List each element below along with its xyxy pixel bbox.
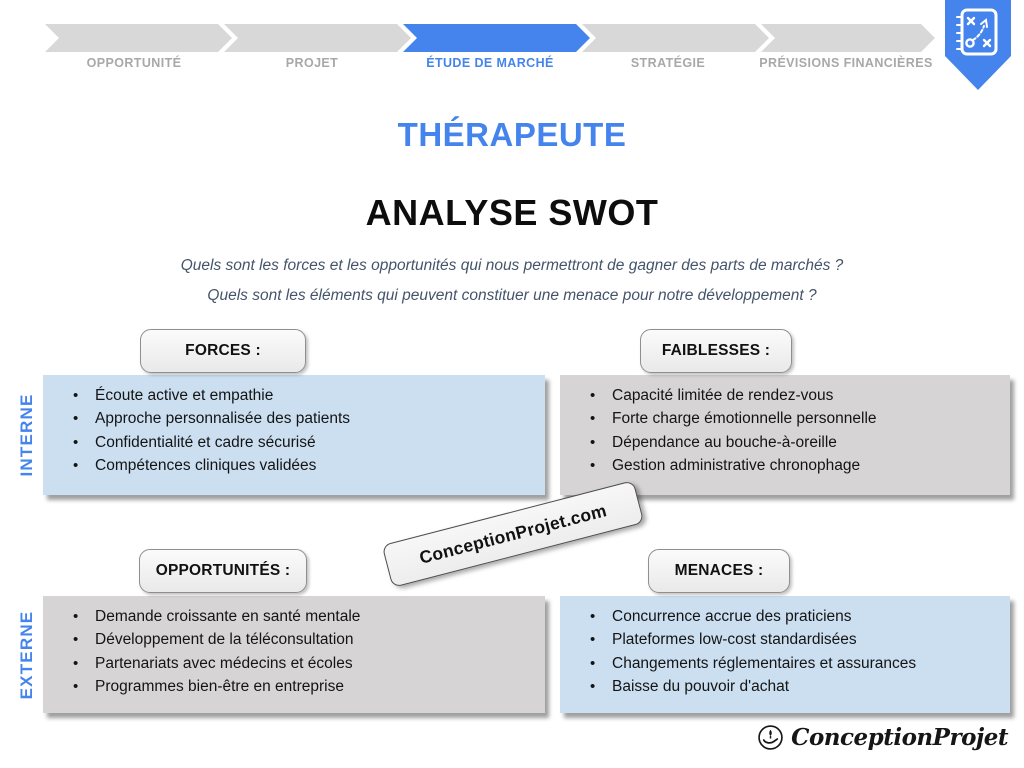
- list-item: Demande croissante en santé mentale: [43, 605, 535, 629]
- list-item: Approche personnalisée des patients: [43, 407, 535, 431]
- step-chevron-projet[interactable]: [224, 24, 411, 52]
- faiblesses-list: Capacité limitée de rendez-vousForte cha…: [560, 384, 1000, 478]
- step-chevron-previsions-financieres[interactable]: [761, 24, 935, 52]
- list-item: Programmes bien-être en entreprise: [43, 675, 535, 699]
- section-title: ANALYSE SWOT: [365, 192, 659, 233]
- opportunites-header: OPPORTUNITÉS :: [139, 549, 307, 593]
- strategy-plan-badge: [945, 0, 1011, 90]
- forces-header: FORCES :: [140, 329, 306, 373]
- list-item: Capacité limitée de rendez-vous: [560, 384, 1000, 408]
- step-label-strategie[interactable]: STRATÉGIE: [630, 56, 706, 70]
- list-item: Baisse du pouvoir d'achat: [560, 675, 1000, 699]
- list-item: Plateformes low-cost standardisées: [560, 628, 1000, 652]
- list-item: Changements réglementaires et assurances: [560, 652, 1000, 676]
- axis-label-externe: EXTERNE: [17, 610, 36, 700]
- list-item: Compétences cliniques validées: [43, 454, 535, 478]
- step-chevron-opportunite[interactable]: [45, 24, 232, 52]
- opportunites-box: Demande croissante en santé mentaleDével…: [43, 596, 545, 713]
- step-label-previsions-financieres[interactable]: PRÉVISIONS FINANCIÈRES: [759, 56, 933, 70]
- list-item: Développement de la téléconsultation: [43, 628, 535, 652]
- brand-logo: ConceptionProjet: [757, 724, 1008, 751]
- watermark-text: ConceptionProjet.com: [417, 499, 609, 568]
- opportunites-list: Demande croissante en santé mentaleDével…: [43, 605, 535, 699]
- brand-logo-text: ConceptionProjet: [791, 724, 1008, 751]
- strategy-plan-icon: [956, 8, 998, 56]
- faiblesses-header: FAIBLESSES :: [640, 329, 792, 373]
- step-label-opportunite[interactable]: OPPORTUNITÉ: [86, 56, 182, 70]
- list-item: Confidentialité et cadre sécurisé: [43, 431, 535, 455]
- faiblesses-box: Capacité limitée de rendez-vousForte cha…: [560, 375, 1010, 495]
- menaces-list: Concurrence accrue des praticiensPlatefo…: [560, 605, 1000, 699]
- hand-holding-logo-icon: [758, 725, 783, 750]
- forces-box: Écoute active et empathieApproche person…: [43, 375, 545, 495]
- step-chevron-etude-de-marche[interactable]: [403, 24, 590, 52]
- list-item: Partenariats avec médecins et écoles: [43, 652, 535, 676]
- watermark-ribbon: ConceptionProjet.com: [381, 480, 645, 588]
- step-label-projet[interactable]: PROJET: [285, 56, 339, 70]
- question-2: Quels sont les éléments qui peuvent cons…: [207, 287, 817, 304]
- menaces-header: MENACES :: [648, 549, 790, 593]
- list-item: Écoute active et empathie: [43, 384, 535, 408]
- page-title: THÉRAPEUTE: [397, 116, 627, 153]
- axis-label-interne: INTERNE: [17, 393, 36, 477]
- step-chevron-strategie[interactable]: [582, 24, 769, 52]
- list-item: Gestion administrative chronophage: [560, 454, 1000, 478]
- list-item: Forte charge émotionnelle personnelle: [560, 407, 1000, 431]
- step-label-etude-de-marche[interactable]: ÉTUDE DE MARCHÉ: [426, 56, 554, 70]
- process-stepper: [45, 24, 935, 52]
- list-item: Concurrence accrue des praticiens: [560, 605, 1000, 629]
- stepper-labels: OPPORTUNITÉ PROJET ÉTUDE DE MARCHÉ STRAT…: [45, 56, 935, 70]
- list-item: Dépendance au bouche-à-oreille: [560, 431, 1000, 455]
- forces-list: Écoute active et empathieApproche person…: [43, 384, 535, 478]
- question-1: Quels sont les forces et les opportunité…: [180, 257, 844, 274]
- bookmark-shape: [945, 0, 1011, 90]
- menaces-box: Concurrence accrue des praticiensPlatefo…: [560, 596, 1010, 713]
